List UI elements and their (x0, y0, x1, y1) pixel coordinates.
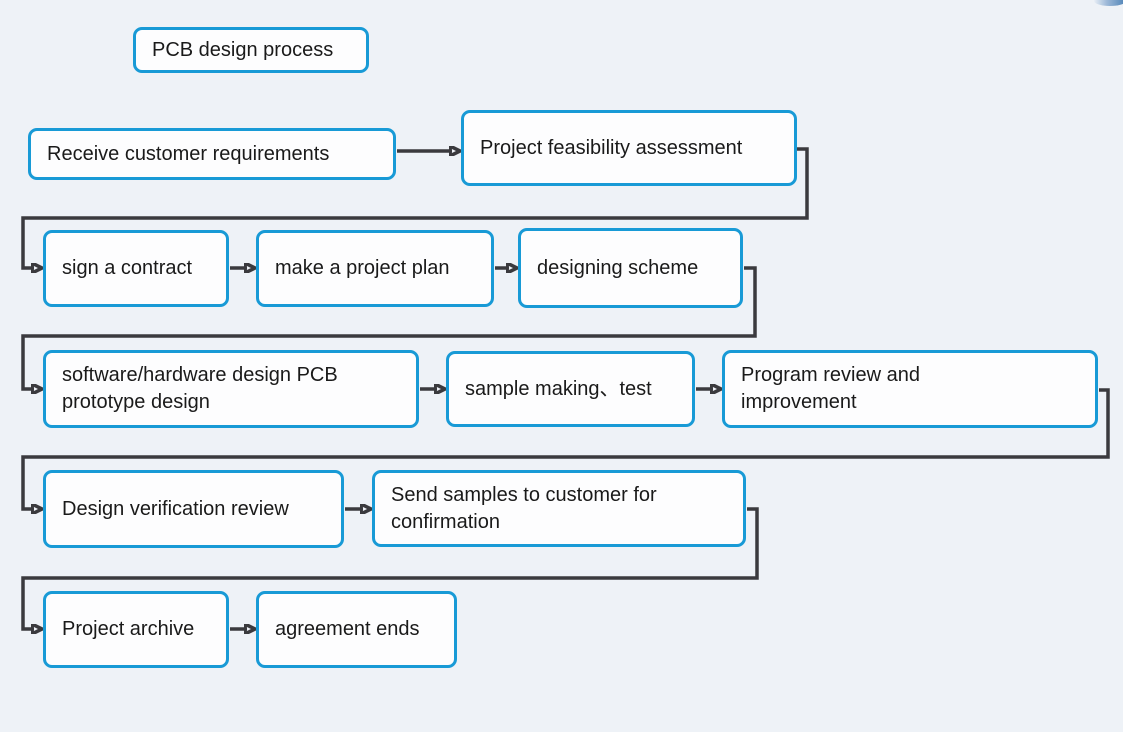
connector-send-samples-to-project-archive (21, 507, 759, 629)
corner-decoration (1094, 0, 1123, 6)
node-label: software/hardware design PCB prototype d… (62, 364, 338, 413)
node-receive-customer-requirements: Receive customer requirements (28, 128, 396, 180)
node-design-verification-review: Design verification review (43, 470, 344, 548)
node-label: Project archive (62, 618, 195, 640)
node-label: designing scheme (537, 256, 699, 279)
node-label: make a project plan (275, 257, 450, 279)
node-send-samples-to-customer: Send samples to customer for confirmatio… (372, 470, 746, 547)
node-label: Project feasibility assessment (480, 136, 743, 159)
connector-designing-scheme-to-swhw-design (21, 266, 757, 389)
node-label: Send samples to customer for confirmatio… (391, 483, 657, 533)
connector-program-review-to-design-verification (21, 388, 1110, 509)
node-project-archive: Project archive (43, 591, 229, 668)
node-make-a-project-plan: make a project plan (256, 230, 494, 307)
node-project-feasibility-assessment: Project feasibility assessment (461, 110, 797, 186)
node-label: Design verification review (62, 497, 289, 520)
node-label: agreement ends (275, 618, 420, 640)
node-program-review-and-improvement: Program review and improvement (722, 350, 1098, 428)
node-sign-a-contract: sign a contract (43, 230, 229, 307)
connector-feasibility-to-sign-contract (21, 147, 809, 268)
node-designing-scheme: designing scheme (518, 228, 743, 308)
node-label: sign a contract (62, 257, 193, 279)
node-agreement-ends: agreement ends (256, 591, 457, 668)
node-label: PCB design process (152, 38, 334, 61)
node-title-pcb-design-process: PCB design process (133, 27, 369, 73)
node-label: Receive customer requirements (47, 142, 330, 165)
node-software-hardware-design-pcb-prototype: software/hardware design PCB prototype d… (43, 350, 419, 428)
node-sample-making-test: sample making、test (446, 351, 695, 427)
node-label: sample making、test (465, 377, 652, 400)
node-label: Program review and improvement (741, 364, 920, 413)
